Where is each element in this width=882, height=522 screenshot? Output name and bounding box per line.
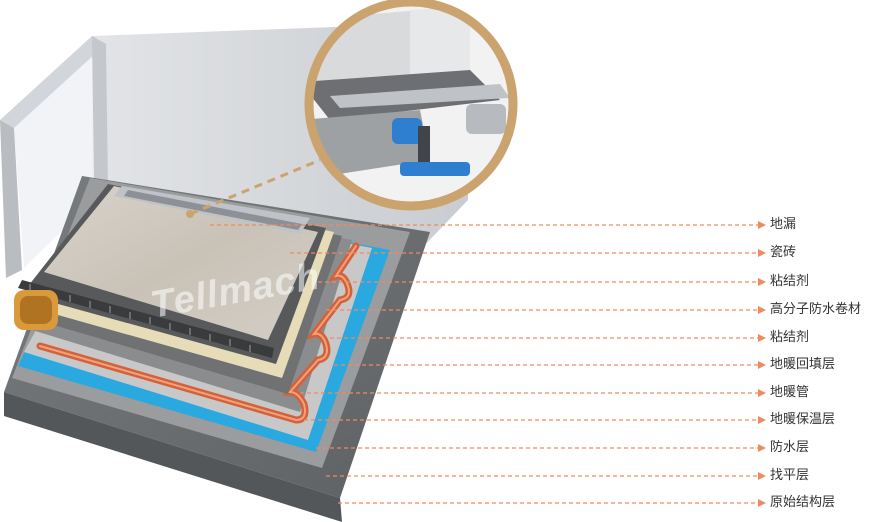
detail-circle-ring xyxy=(304,0,518,211)
label-tile: 瓷砖 xyxy=(770,245,797,260)
left-frame-post xyxy=(0,120,22,278)
drain-pipe-inner xyxy=(20,296,52,324)
label-leveling: 找平层 xyxy=(770,468,810,483)
detail-connector xyxy=(189,158,321,216)
detail-connector-dot xyxy=(186,210,194,218)
label-heating-pipe: 地暖管 xyxy=(770,385,810,400)
heating-pipe-highlight xyxy=(39,245,357,422)
linear-drain-slot xyxy=(124,190,302,230)
label-structure: 原始结构层 xyxy=(770,495,836,510)
back-frame-post xyxy=(92,36,108,186)
leader-lines xyxy=(210,224,758,504)
glass-panel xyxy=(14,44,108,268)
label-heating-insulation: 地暖保温层 xyxy=(770,412,836,427)
label-adhesive-upper: 粘结剂 xyxy=(770,274,810,289)
detail-circle-content xyxy=(309,2,513,206)
label-heating-backfill: 地暖回填层 xyxy=(770,357,836,372)
left-wall-frame xyxy=(0,36,106,128)
structure-side xyxy=(4,392,342,522)
label-waterproof: 防水层 xyxy=(770,440,810,455)
label-membrane: 高分子防水卷材 xyxy=(770,302,862,317)
label-adhesive-lower: 粘结剂 xyxy=(770,330,810,345)
tile-surface xyxy=(44,186,318,340)
label-floor-drain: 地漏 xyxy=(770,217,797,232)
leader-arrows xyxy=(758,221,766,507)
